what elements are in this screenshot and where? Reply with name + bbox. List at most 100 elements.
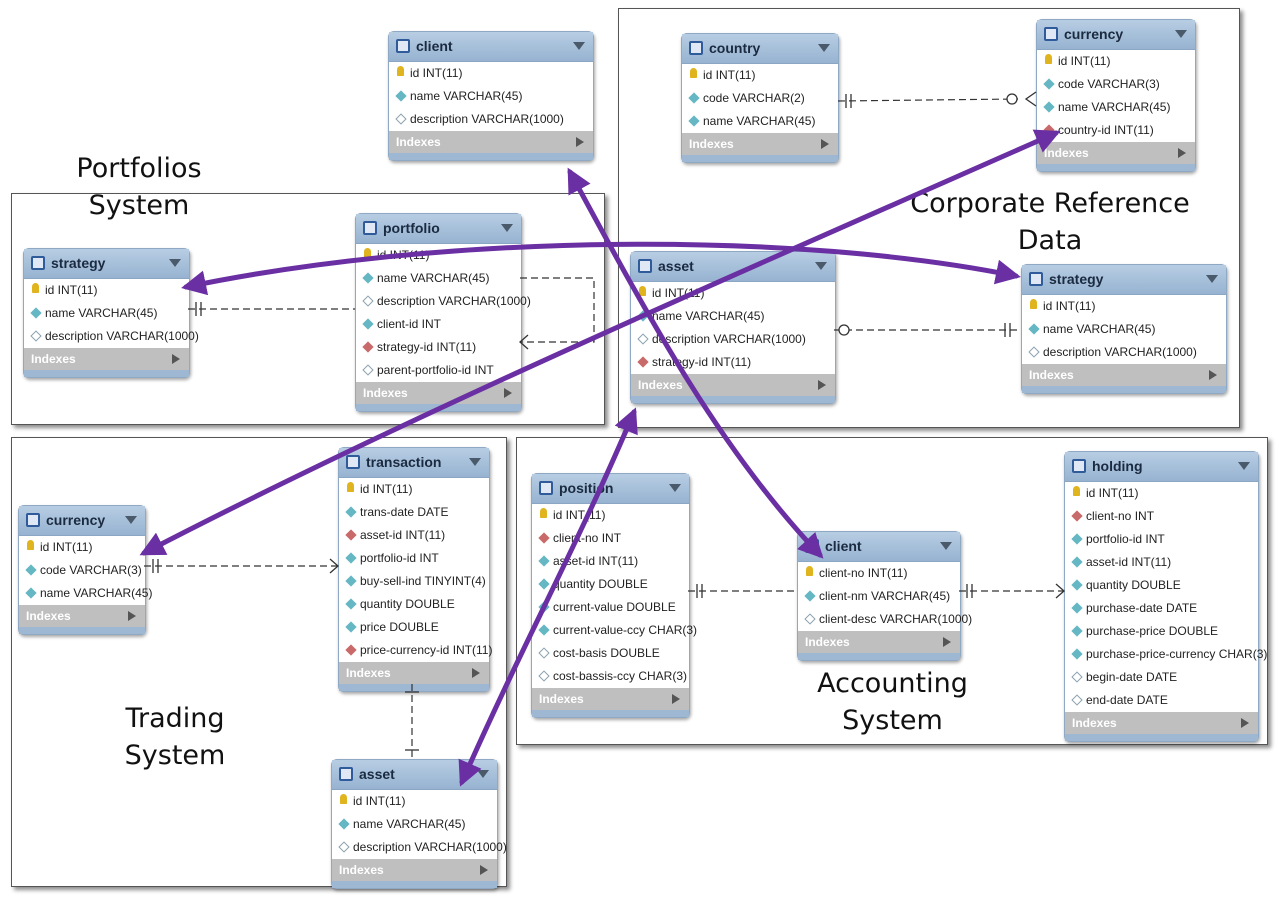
indexes-section[interactable]: Indexes xyxy=(19,605,145,627)
chevron-down-icon[interactable] xyxy=(573,42,585,50)
table-header[interactable]: asset xyxy=(631,252,835,282)
chevron-down-icon[interactable] xyxy=(469,458,481,466)
chevron-down-icon[interactable] xyxy=(125,516,137,524)
column-row[interactable]: id INT(11) xyxy=(332,790,497,813)
column-row[interactable]: code VARCHAR(3) xyxy=(1037,73,1195,96)
column-row[interactable]: asset-id INT(11) xyxy=(1065,551,1258,574)
chevron-down-icon[interactable] xyxy=(477,770,489,778)
column-row[interactable]: buy-sell-ind TINYINT(4) xyxy=(339,570,489,593)
column-row[interactable]: code VARCHAR(2) xyxy=(682,87,838,110)
column-row[interactable]: name VARCHAR(45) xyxy=(389,85,593,108)
triangle-right-icon[interactable] xyxy=(943,637,951,647)
indexes-section[interactable]: Indexes xyxy=(389,131,593,153)
chevron-down-icon[interactable] xyxy=(818,44,830,52)
table-header[interactable]: portfolio xyxy=(356,214,521,244)
column-row[interactable]: client-desc VARCHAR(1000) xyxy=(798,608,972,631)
column-row[interactable]: end-date DATE xyxy=(1065,689,1258,712)
indexes-section[interactable]: Indexes xyxy=(1037,142,1195,164)
triangle-right-icon[interactable] xyxy=(1178,148,1186,158)
column-row[interactable]: strategy-id INT(11) xyxy=(631,351,835,374)
triangle-right-icon[interactable] xyxy=(672,694,680,704)
column-row[interactable]: description VARCHAR(1000) xyxy=(389,108,593,131)
column-row[interactable]: client-no INT xyxy=(1065,505,1258,528)
chevron-down-icon[interactable] xyxy=(1206,275,1218,283)
column-row[interactable]: id INT(11) xyxy=(1022,295,1226,318)
indexes-section[interactable]: Indexes xyxy=(532,688,689,710)
column-row[interactable]: name VARCHAR(45) xyxy=(1022,318,1226,341)
column-row[interactable]: cost-basis DOUBLE xyxy=(532,642,689,665)
table-header[interactable]: country xyxy=(682,34,838,64)
triangle-right-icon[interactable] xyxy=(480,865,488,875)
triangle-right-icon[interactable] xyxy=(1241,718,1249,728)
column-row[interactable]: name VARCHAR(45) xyxy=(631,305,835,328)
column-row[interactable]: purchase-price-currency CHAR(3) xyxy=(1065,643,1267,666)
column-row[interactable]: parent-portfolio-id INT xyxy=(356,359,521,382)
column-row[interactable]: purchase-price DOUBLE xyxy=(1065,620,1258,643)
triangle-right-icon[interactable] xyxy=(821,139,829,149)
column-row[interactable]: strategy-id INT(11) xyxy=(356,336,521,359)
table-header[interactable]: holding xyxy=(1065,452,1258,482)
column-row[interactable]: client-nm VARCHAR(45) xyxy=(798,585,960,608)
column-row[interactable]: quantity DOUBLE xyxy=(532,573,689,596)
column-row[interactable]: portfolio-id INT xyxy=(1065,528,1258,551)
column-row[interactable]: id INT(11) xyxy=(682,64,838,87)
chevron-down-icon[interactable] xyxy=(169,259,181,267)
column-row[interactable]: description VARCHAR(1000) xyxy=(631,328,835,351)
column-row[interactable]: id INT(11) xyxy=(1065,482,1258,505)
column-row[interactable]: name VARCHAR(45) xyxy=(332,813,497,836)
column-row[interactable]: client-id INT xyxy=(356,313,521,336)
column-row[interactable]: price DOUBLE xyxy=(339,616,489,639)
column-row[interactable]: id INT(11) xyxy=(24,279,189,302)
triangle-right-icon[interactable] xyxy=(172,354,180,364)
column-row[interactable]: current-value-ccy CHAR(3) xyxy=(532,619,697,642)
table-header[interactable]: strategy xyxy=(24,249,189,279)
indexes-section[interactable]: Indexes xyxy=(798,631,960,653)
chevron-down-icon[interactable] xyxy=(1238,462,1250,470)
indexes-section[interactable]: Indexes xyxy=(1022,364,1226,386)
triangle-right-icon[interactable] xyxy=(128,611,136,621)
column-row[interactable]: description VARCHAR(1000) xyxy=(332,836,507,859)
triangle-right-icon[interactable] xyxy=(472,668,480,678)
column-row[interactable]: description VARCHAR(1000) xyxy=(1022,341,1226,364)
table-header[interactable]: client xyxy=(798,532,960,562)
column-row[interactable]: current-value DOUBLE xyxy=(532,596,689,619)
column-row[interactable]: purchase-date DATE xyxy=(1065,597,1258,620)
indexes-section[interactable]: Indexes xyxy=(1065,712,1258,734)
indexes-section[interactable]: Indexes xyxy=(339,662,489,684)
column-row[interactable]: name VARCHAR(45) xyxy=(24,302,189,325)
table-header[interactable]: currency xyxy=(1037,20,1195,50)
table-header[interactable]: position xyxy=(532,474,689,504)
table-header[interactable]: currency xyxy=(19,506,145,536)
column-row[interactable]: id INT(11) xyxy=(389,62,593,85)
column-row[interactable]: quantity DOUBLE xyxy=(1065,574,1258,597)
indexes-section[interactable]: Indexes xyxy=(356,382,521,404)
indexes-section[interactable]: Indexes xyxy=(332,859,497,881)
column-row[interactable]: price-currency-id INT(11) xyxy=(339,639,492,662)
chevron-down-icon[interactable] xyxy=(501,224,513,232)
column-row[interactable]: asset-id INT(11) xyxy=(532,550,689,573)
chevron-down-icon[interactable] xyxy=(815,262,827,270)
column-row[interactable]: code VARCHAR(3) xyxy=(19,559,145,582)
column-row[interactable]: id INT(11) xyxy=(1037,50,1195,73)
column-row[interactable]: id INT(11) xyxy=(339,478,489,501)
column-row[interactable]: portfolio-id INT xyxy=(339,547,489,570)
table-header[interactable]: asset xyxy=(332,760,497,790)
chevron-down-icon[interactable] xyxy=(940,542,952,550)
indexes-section[interactable]: Indexes xyxy=(24,348,189,370)
indexes-section[interactable]: Indexes xyxy=(682,133,838,155)
column-row[interactable]: description VARCHAR(1000) xyxy=(356,290,531,313)
column-row[interactable]: name VARCHAR(45) xyxy=(1037,96,1195,119)
column-row[interactable]: id INT(11) xyxy=(19,536,145,559)
chevron-down-icon[interactable] xyxy=(1175,30,1187,38)
column-row[interactable]: begin-date DATE xyxy=(1065,666,1258,689)
